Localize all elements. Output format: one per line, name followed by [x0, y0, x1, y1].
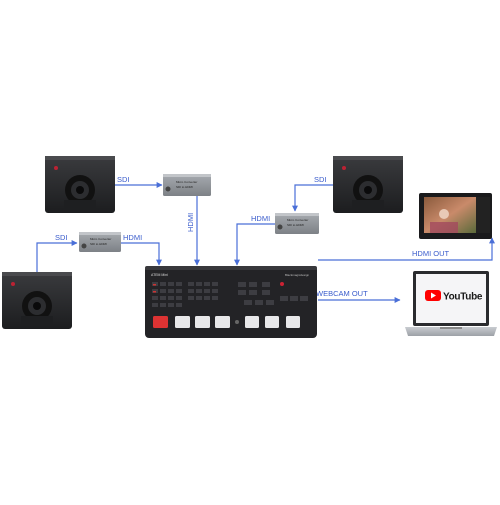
converter-top-title: Micro Converter	[176, 180, 197, 184]
laptop: YouTube	[405, 271, 497, 336]
youtube-text: YouTube	[443, 292, 483, 303]
line-sdi-right	[292, 184, 335, 212]
line-sdi-left	[36, 240, 78, 272]
youtube-logo: YouTube	[425, 290, 483, 303]
label-webcam-out: WEBCAM OUT	[316, 289, 368, 298]
line-hdmi-left	[121, 242, 162, 266]
switcher-logo: Blackmagicdesign	[285, 273, 310, 277]
atem-switcher: ATEM Mini Blackmagicdesign	[145, 266, 317, 338]
label-hdmi-out: HDMI OUT	[412, 249, 449, 258]
switcher-brand: ATEM Mini	[151, 273, 168, 277]
converter-right: Micro Converter SDI to HDMI	[275, 213, 319, 234]
converter-right-title: Micro Converter	[287, 218, 308, 222]
line-hdmi-out	[318, 237, 495, 261]
video-monitor	[419, 193, 492, 239]
label-sdi-top-left: SDI	[117, 175, 130, 184]
converter-left: Micro Converter SDI to HDMI	[79, 232, 121, 252]
line-hdmi-right	[234, 223, 275, 266]
converter-right-subtitle: SDI to HDMI	[287, 223, 304, 227]
connection-lines	[36, 182, 495, 303]
converter-left-title: Micro Converter	[90, 237, 111, 241]
camera-top-right	[333, 156, 403, 213]
label-hdmi-vertical: HDMI	[186, 213, 195, 232]
connection-labels: SDI SDI SDI HDMI HDMI HDMI HDMI OUT WEBC…	[55, 175, 449, 298]
label-sdi-top-right: SDI	[314, 175, 327, 184]
converter-top-subtitle: SDI to HDMI	[176, 185, 193, 189]
switcher-record-button	[153, 316, 168, 328]
label-hdmi-right: HDMI	[251, 214, 270, 223]
camera-top-left	[45, 156, 115, 213]
label-sdi-left: SDI	[55, 233, 68, 242]
label-hdmi-left: HDMI	[123, 233, 142, 242]
switcher-right-controls	[238, 282, 308, 305]
converter-left-subtitle: SDI to HDMI	[90, 242, 107, 246]
camera-left	[2, 272, 72, 329]
converter-top: Micro Converter SDI to HDMI	[163, 174, 211, 196]
